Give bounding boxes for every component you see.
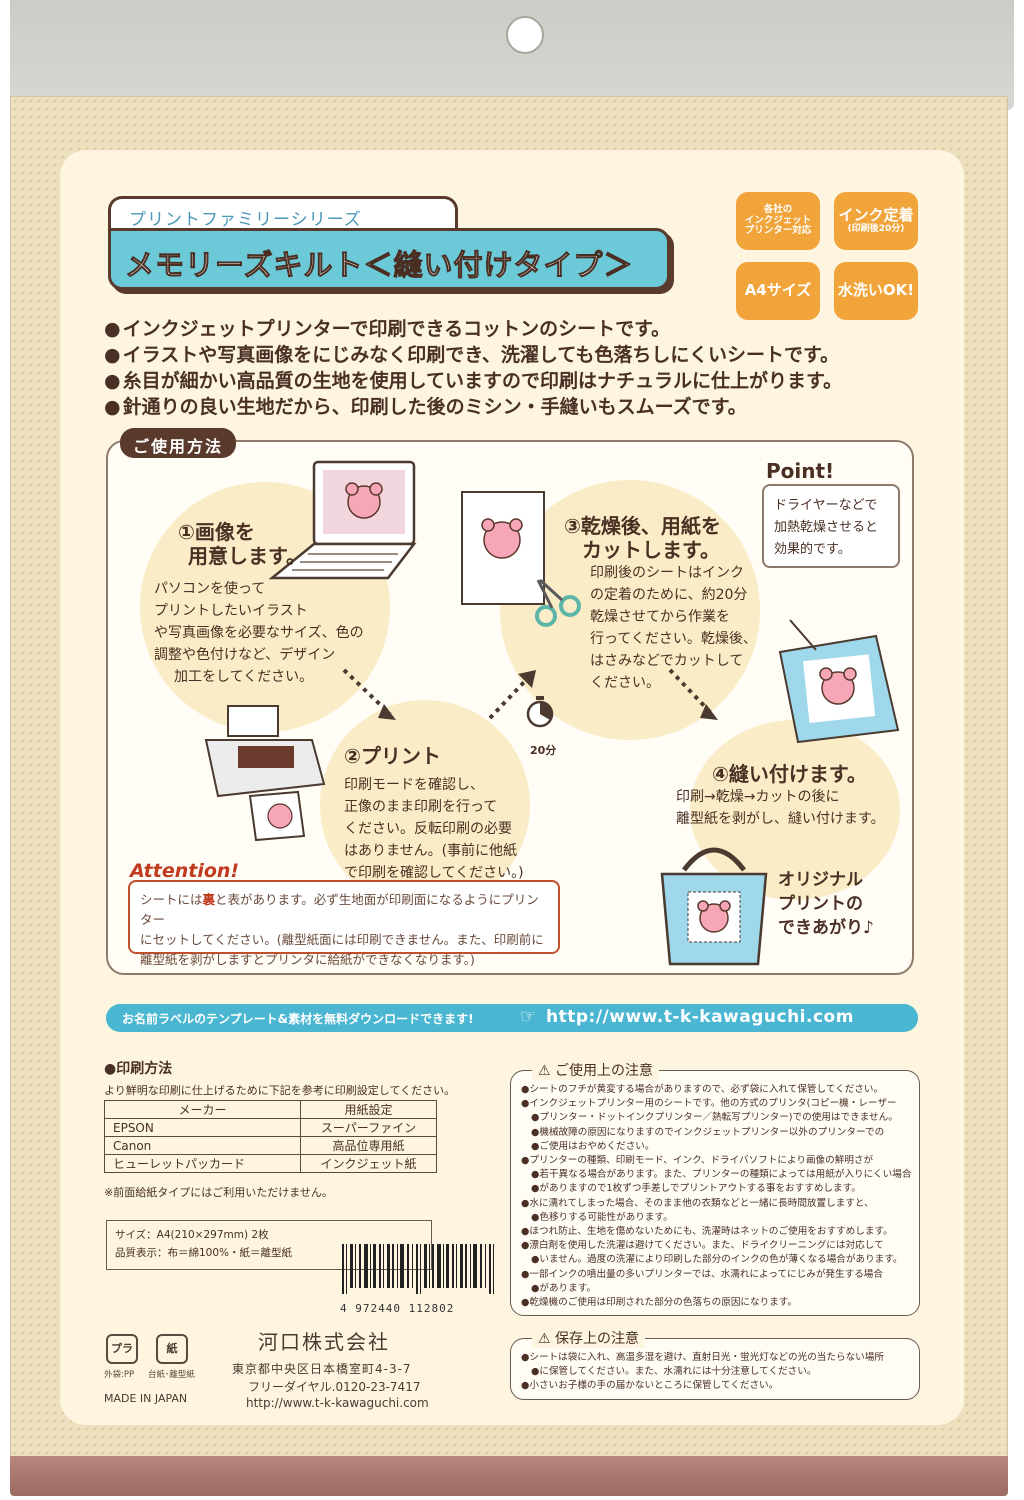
feature-item: インクジェットプリンターで印刷できるコットンのシートです。 <box>104 316 924 342</box>
table-cell: EPSON <box>104 1118 301 1137</box>
flow-arrows <box>342 668 718 728</box>
laptop-illustration <box>268 460 417 580</box>
table-row: ヒューレットパッカード インクジェット紙 <box>104 1154 437 1173</box>
list-item: 色移りする可能性があります。 <box>521 1211 911 1225</box>
list-item: 漂白剤を使用した洗濯は避けてください。また、ドライクリーニングには対応して <box>521 1239 911 1253</box>
company-website[interactable]: http://www.t-k-kawaguchi.com <box>246 1396 429 1410</box>
company-name: 河口株式会社 <box>258 1330 390 1354</box>
list-item: ほつれ防止、生地を傷めないためにも、洗濯時はネットのご使用をおすすめします。 <box>521 1225 911 1239</box>
package-bottom-edge <box>10 1456 1008 1496</box>
print-method-title: ●印刷方法 <box>104 1061 173 1077</box>
table-header-row: メーカー 用紙設定 <box>104 1100 437 1119</box>
product-title: メモリーズキルト＜縫い付けタイプ＞ <box>108 228 670 290</box>
step4-text: 印刷→乾燥→カットの後に 離型紙を剥がし、縫い付けます。 <box>676 789 885 827</box>
table-header: メーカー <box>104 1100 301 1119</box>
list-item: シートは袋に入れ、高温多湿を避け、直射日光・蛍光灯などの光の当たらない場所 <box>521 1351 884 1365</box>
print-method-desc: より鮮明な印刷に仕上げるために下記を参考に印刷設定してください。 <box>104 1084 456 1097</box>
table-cell: 高品位専用紙 <box>300 1136 437 1155</box>
printer-illustration <box>204 705 326 842</box>
table-row: Canon 高品位専用紙 <box>104 1136 437 1155</box>
table-header: 用紙設定 <box>300 1100 437 1119</box>
printed-sheet-scissors-illustration <box>461 491 581 627</box>
tote-bag-illustration <box>660 847 768 966</box>
list-item: 水に濡れてしまった場合、そのまま他の衣類などと一緒に長時間放置しますと、 <box>521 1197 911 1211</box>
step4-title: ④縫い付けます。 <box>712 762 867 786</box>
caution-storage-box: シートは袋に入れ、高温多湿を避け、直射日光・蛍光灯などの光の当たらない場所 に保… <box>510 1338 920 1400</box>
final-label: オリジナル プリントの できあがり♪ <box>778 870 874 938</box>
paper-recycle-icon: 紙 <box>156 1334 188 1364</box>
table-row: EPSON スーパーファイン <box>104 1118 437 1137</box>
step1-text: パソコンを使って プリントしたいイラスト や写真画像を必要なサイズ、色の 調整や… <box>154 581 364 685</box>
step4-circle <box>690 720 900 900</box>
step3-text: 印刷後のシートはインク の定着のために、約20分 乾燥させてから作業を 行ってく… <box>590 565 757 691</box>
caution-storage-list: シートは袋に入れ、高温多湿を避け、直射日光・蛍光灯などの光の当たらない場所 に保… <box>521 1351 884 1394</box>
feature-item: 針通りの良い生地だから、印刷した後のミシン・手縫いもスムーズです。 <box>104 394 924 420</box>
series-label: プリントファミリーシリーズ <box>108 196 458 232</box>
recycle-label: 外袋:PP <box>104 1370 135 1380</box>
hang-hole <box>506 16 544 54</box>
table-cell: インクジェット紙 <box>300 1154 437 1173</box>
spec-box: サイズ：A4(210×297mm) 2枚 品質表示：布＝綿100%・紙＝離型紙 <box>106 1220 432 1270</box>
list-item: がありますので1枚ずつ手差しでプリントアウトする事をおすすめします。 <box>521 1182 911 1196</box>
pointing-hand-icon: ☞ <box>520 1006 537 1027</box>
badge-a4-size: A4サイズ <box>736 262 820 320</box>
feature-item: イラストや写真画像をにじみなく印刷でき、洗濯しても色落ちしにくいシートです。 <box>104 342 924 368</box>
table-cell: ヒューレットパッカード <box>104 1154 301 1173</box>
list-item: 小さいお子様の手の届かないところに保管してください。 <box>521 1379 884 1393</box>
warning-icon: ⚠ <box>538 1331 551 1347</box>
print-settings-table: メーカー 用紙設定 EPSON スーパーファイン Canon 高品位専用紙 ヒュ… <box>104 1100 437 1173</box>
caution-use-box: シートのフチが黄変する場合がありますので、必ず袋に入れて保管してください。 イン… <box>510 1070 920 1316</box>
company-address: 東京都中央区日本橋室町4-3-7 <box>232 1362 412 1376</box>
badge-printer-compatible: 各社の インクジェット プリンター対応 <box>736 192 820 250</box>
print-method-note: ※前面給紙タイプにはご利用いただけません。 <box>104 1186 333 1199</box>
attention-box: シートには裏と表があります。必ず生地面が印刷面になるようにプリンター にセットし… <box>128 880 560 967</box>
url-link[interactable]: http://www.t-k-kawaguchi.com <box>546 1007 854 1027</box>
list-item: 若干異なる場合があります。また、プリンターの種類によっては用紙が入りにくい場合 <box>521 1168 911 1182</box>
list-item: いません。過度の洗濯により印刷した部分のインクの色が薄くなる場合があります。 <box>521 1253 911 1267</box>
caution-use-list: シートのフチが黄変する場合がありますので、必ず袋に入れて保管してください。 イン… <box>521 1083 911 1310</box>
step2-circle <box>320 700 530 910</box>
badge-ink-fix: インク定着 (印刷後20分) <box>834 192 918 250</box>
made-in-label: MADE IN JAPAN <box>104 1392 188 1405</box>
list-item: があります。 <box>521 1282 911 1296</box>
step1-title: ①画像を 用意します。 <box>178 520 306 568</box>
caution-storage-title: ⚠ 保存上の注意 <box>532 1328 646 1348</box>
url-banner: お名前ラベルのテンプレート&素材を無料ダウンロードできます! ☞ http://… <box>106 1004 918 1032</box>
table-cell: スーパーファイン <box>300 1118 437 1137</box>
feature-item: 糸目が細かい高品質の生地を使用していますので印刷はナチュラルに仕上がります。 <box>104 368 924 394</box>
hanger-tab <box>10 0 1014 110</box>
timer-label: 20分 <box>530 744 557 757</box>
warning-icon: ⚠ <box>538 1063 551 1079</box>
list-item: 一部インクの噴出量の多いプリンターでは、水濡れによってにじみが発生する場合 <box>521 1268 911 1282</box>
point-label: Point! <box>766 459 835 483</box>
plastic-recycle-icon: プラ <box>106 1334 138 1364</box>
list-item: インクジェットプリンター用のシートです。他の方式のプリンタ(コピー機・レーザー <box>521 1097 911 1111</box>
point-callout: ドライヤーなどで 加熱乾燥させると 効果的です。 <box>762 484 900 568</box>
list-item: ご使用はおやめください。 <box>521 1140 911 1154</box>
recycle-label: 台紙･離型紙 <box>148 1370 195 1380</box>
list-item: シートのフチが黄変する場合がありますので、必ず袋に入れて保管してください。 <box>521 1083 911 1097</box>
list-item: プリンター・ドットインクプリンター／熱転写プリンター)での使用はできません。 <box>521 1111 911 1125</box>
list-item: に保管してください。また、水濡れには十分注意してください。 <box>521 1365 884 1379</box>
barcode <box>342 1244 494 1294</box>
list-item: 機械故障の原因になりますのでインクジェットプリンター以外のプリンターでの <box>521 1126 911 1140</box>
product-title-block: プリントファミリーシリーズ メモリーズキルト＜縫い付けタイプ＞ <box>108 196 670 296</box>
step3-title: ③乾燥後、用紙を カットします。 <box>564 514 721 562</box>
step2-title: ②プリント <box>344 744 441 768</box>
attention-label: Attention! <box>130 860 240 882</box>
sewing-sheet-illustration <box>778 619 900 744</box>
caution-use-title: ⚠ ご使用上の注意 <box>532 1060 660 1080</box>
step2-text: 印刷モードを確認し、 正像のまま印刷を行って ください。反転印刷の必要 はありま… <box>344 777 524 881</box>
table-cell: Canon <box>104 1136 301 1155</box>
usage-tab: ご使用方法 <box>120 428 236 458</box>
list-item: プリンターの種類、印刷モード、インク、ドライバソフトにより画像の鮮明さが <box>521 1154 911 1168</box>
list-item: 乾燥機のご使用は印刷された部分の色落ちの原因になります。 <box>521 1296 911 1310</box>
feature-list: インクジェットプリンターで印刷できるコットンのシートです。 イラストや写真画像を… <box>104 316 924 420</box>
url-note: お名前ラベルのテンプレート&素材を無料ダウンロードできます! <box>122 1012 474 1026</box>
company-phone: フリーダイヤル.0120-23-7417 <box>248 1380 421 1394</box>
badge-washable: 水洗いOK! <box>834 262 918 320</box>
barcode-number: 4 972440 112802 <box>340 1302 455 1315</box>
